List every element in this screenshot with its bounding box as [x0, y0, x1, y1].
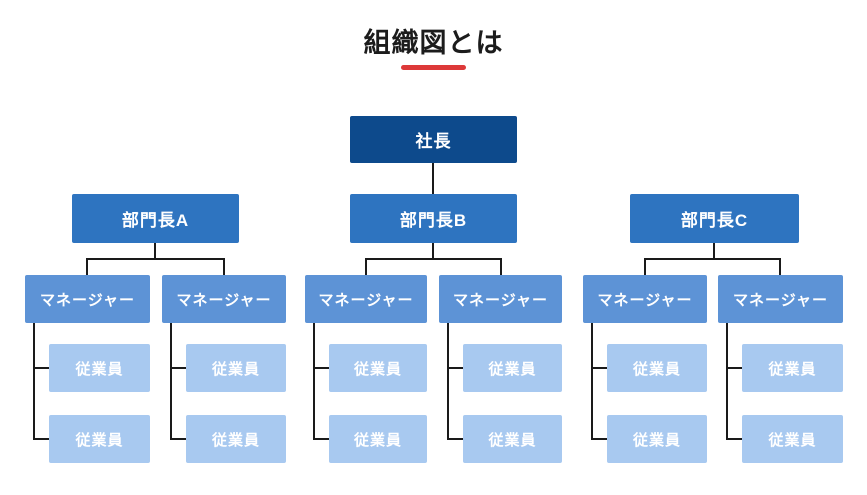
org-node-employee-a1-2: 従業員	[49, 415, 150, 463]
connector-line	[432, 163, 434, 195]
connector-line	[447, 367, 463, 369]
connector-line	[500, 258, 502, 275]
connector-line	[365, 258, 502, 260]
org-node-manager-a2: マネージャー	[162, 275, 286, 323]
connector-line	[86, 258, 225, 260]
connector-line	[644, 258, 646, 275]
connector-line	[313, 438, 329, 440]
connector-line	[447, 438, 463, 440]
org-node-manager-c1: マネージャー	[583, 275, 707, 323]
connector-line	[591, 323, 593, 440]
org-node-employee-b1-1: 従業員	[329, 344, 427, 392]
org-node-employee-b1-2: 従業員	[329, 415, 427, 463]
org-node-manager-b1: マネージャー	[305, 275, 427, 323]
org-node-manager-b2: マネージャー	[439, 275, 562, 323]
connector-line	[447, 323, 449, 440]
org-node-employee-a2-2: 従業員	[186, 415, 286, 463]
page-title: 組織図とは	[363, 28, 504, 58]
connector-line	[432, 243, 434, 259]
org-node-department-b: 部門長B	[350, 194, 517, 243]
connector-line	[726, 323, 728, 440]
title-underline-accent	[401, 65, 466, 71]
connector-line	[86, 258, 88, 275]
org-node-employee-a1-1: 従業員	[49, 344, 150, 392]
org-node-employee-c2-1: 従業員	[742, 344, 843, 392]
connector-line	[33, 367, 49, 369]
org-node-employee-c1-1: 従業員	[607, 344, 707, 392]
connector-line	[726, 438, 742, 440]
connector-line	[644, 258, 781, 260]
connector-line	[33, 438, 49, 440]
org-node-employee-c1-2: 従業員	[607, 415, 707, 463]
connector-line	[313, 367, 329, 369]
connector-line	[365, 258, 367, 275]
org-node-department-c: 部門長C	[630, 194, 799, 243]
connector-line	[170, 323, 172, 440]
org-node-president: 社長	[350, 116, 517, 163]
connector-line	[779, 258, 781, 275]
connector-line	[591, 367, 607, 369]
org-node-department-a: 部門長A	[72, 194, 239, 243]
org-node-manager-a1: マネージャー	[25, 275, 150, 323]
connector-line	[591, 438, 607, 440]
connector-line	[726, 367, 742, 369]
connector-line	[223, 258, 225, 275]
connector-line	[33, 323, 35, 440]
org-node-employee-c2-2: 従業員	[742, 415, 843, 463]
connector-line	[170, 367, 186, 369]
connector-line	[713, 243, 715, 259]
org-node-employee-b2-1: 従業員	[463, 344, 562, 392]
connector-line	[170, 438, 186, 440]
org-node-employee-a2-1: 従業員	[186, 344, 286, 392]
connector-line	[313, 323, 315, 440]
org-node-employee-b2-2: 従業員	[463, 415, 562, 463]
diagram-title-block: 組織図とは	[0, 27, 867, 71]
connector-line	[154, 243, 156, 259]
org-node-manager-c2: マネージャー	[718, 275, 843, 323]
